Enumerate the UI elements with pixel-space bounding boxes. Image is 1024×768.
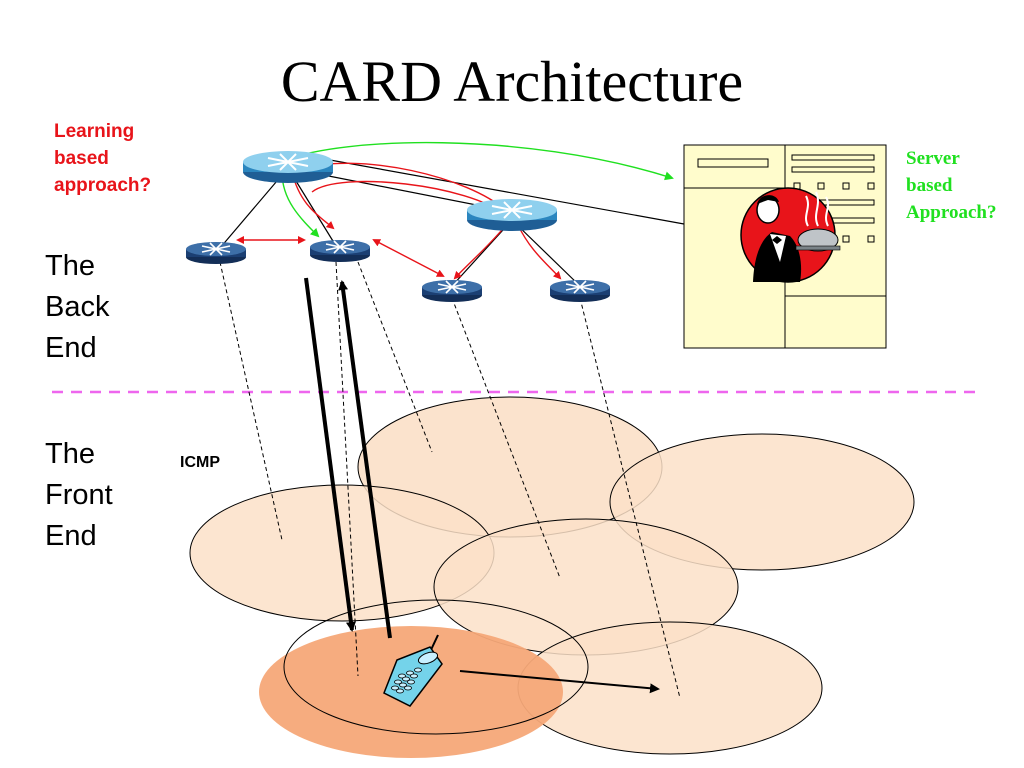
aggregation-router [466, 198, 558, 232]
router-icon [185, 241, 247, 265]
core-router [242, 150, 334, 184]
coverage-cell-outline [283, 599, 589, 735]
back-end-label: The Back End [45, 250, 110, 364]
learning-based-label: Learning based approach? [54, 121, 152, 196]
coverage-cells [189, 396, 915, 758]
server-based-label: Server based Approach? [906, 148, 997, 223]
router-icon [421, 279, 483, 303]
slide-title: CARD Architecture [280, 49, 744, 114]
mobile-phone-icon [383, 634, 443, 707]
coverage-cell [517, 621, 823, 755]
router-cell-projections [219, 261, 681, 699]
icmp-label: ICMP [180, 454, 220, 471]
server-icon [683, 144, 887, 349]
front-end-label: The Front End [45, 438, 113, 552]
router-icon [549, 279, 611, 303]
waiter-icon [740, 187, 841, 283]
router-icon [309, 239, 371, 263]
mobility-arrow [459, 670, 660, 694]
query-arrows [304, 277, 392, 639]
